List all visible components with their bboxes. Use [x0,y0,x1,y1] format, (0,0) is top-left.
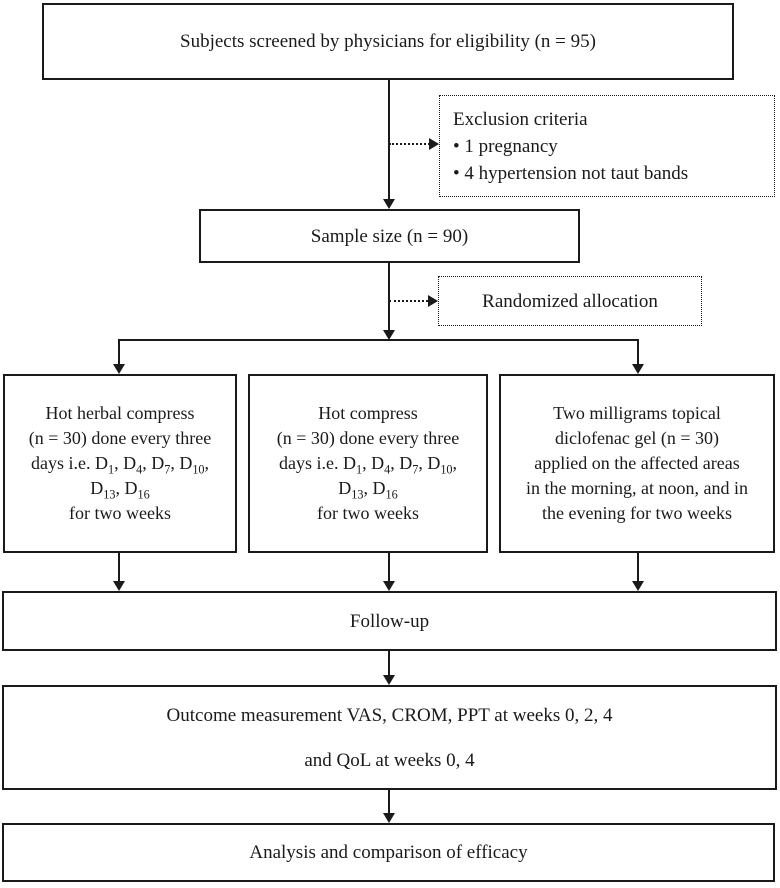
arrow-arm3-to-followup-line [637,553,639,582]
arrow-to-randomized-head [428,295,438,307]
follow-up-label: Follow-up [349,610,430,632]
box-exclusion-criteria: Exclusion criteria • 1 pregnancy • 4 hyp… [439,95,775,197]
arrow-sample-to-branch-line [388,263,390,332]
arrow-to-exclusion-head [429,138,439,150]
arrow-followup-to-outcome-head [383,675,395,685]
arrow-branch-to-arm1-head [113,364,125,374]
exclusion-item-hypertension: • 4 hypertension not taut bands [453,162,689,184]
arrow-to-randomized-line [389,300,428,302]
box-arm-diclofenac-gel: Two milligrams topical diclofenac gel (n … [499,374,775,553]
box-text-line: and QoL at weeks 0, 4 [304,749,475,771]
arrow-arm1-to-followup-line [118,553,120,582]
box-text-line: for two weeks [69,503,171,523]
arrow-outcome-to-analysis-head [383,813,395,823]
arrow-branch-to-arm3-head [632,364,644,374]
arrow-arm2-to-followup-head [383,581,395,591]
box-text-line: the evening for two weeks [542,503,732,523]
arrow-arm2-to-followup-line [388,553,390,582]
box-text-line: (n = 30) done every three [28,428,212,448]
arrow-screened-to-sample-line [388,80,390,201]
arrow-arm1-to-followup-head [113,581,125,591]
box-text-line: (n = 30) done every three [276,428,460,448]
box-text-line: Hot compress [318,403,418,423]
arrow-arm3-to-followup-head [632,581,644,591]
exclusion-criteria-title: Exclusion criteria [453,108,588,130]
box-text-line: days i.e. D1, D4, D7, D10, [278,453,458,477]
box-text-line: diclofenac gel (n = 30) [554,428,720,448]
arrow-outcome-to-analysis-line [388,790,390,815]
box-text-line: D13, D16 [338,478,398,502]
box-arm-hot-compress: Hot compress (n = 30) done every three day… [248,374,488,553]
box-follow-up: Follow-up [2,591,777,651]
box-arm-hot-herbal-compress: Hot herbal compress (n = 30) done every t… [3,374,237,553]
box-text-line: Hot herbal compress [45,403,195,423]
arrow-followup-to-outcome-line [388,651,390,677]
arrow-branch-to-arm1-line [118,339,120,366]
analysis-label: Analysis and comparison of efficacy [249,842,528,863]
box-text-line: in the morning, at noon, and in [526,478,748,498]
arrow-screened-to-sample-head [383,199,395,209]
subjects-screened-label: Subjects screened by physicians for elig… [180,31,596,52]
branch-horizontal-line [118,339,639,341]
box-sample-size: Sample size (n = 90) [199,209,580,263]
box-analysis: Analysis and comparison of efficacy [2,823,775,882]
arrow-sample-to-branch-head [383,330,395,340]
box-text-line: Two milligrams topical [553,403,721,423]
arrow-branch-to-arm3-line [637,339,639,366]
box-text-line: applied on the affected areas [534,453,740,473]
box-text-line: for two weeks [317,503,419,523]
exclusion-item-pregnancy: • 1 pregnancy [453,135,558,157]
box-outcome-measurement: Outcome measurement VAS, CROM, PPT at we… [2,685,777,790]
box-subjects-screened: Subjects screened by physicians for elig… [42,3,734,80]
randomized-allocation-label: Randomized allocation [482,290,658,312]
box-randomized-allocation: Randomized allocation [438,276,702,326]
box-text-line: D13, D16 [90,478,150,502]
arrow-to-exclusion-line [389,143,430,145]
box-text-line: days i.e. D1, D4, D7, D10, [30,453,210,477]
sample-size-label: Sample size (n = 90) [310,225,469,247]
box-text-line: Outcome measurement VAS, CROM, PPT at we… [166,704,613,726]
